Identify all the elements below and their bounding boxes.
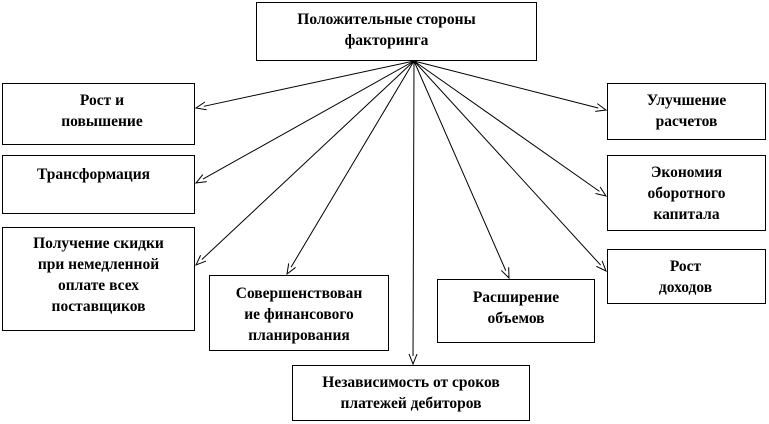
node-settlements-label: Улучшение расчетов xyxy=(646,92,727,130)
arrow-to-expansion xyxy=(413,60,510,280)
node-transformation-label: Трансформация xyxy=(37,166,151,183)
arrow-to-transformation xyxy=(194,60,415,184)
node-settlements: Улучшение расчетов xyxy=(607,83,766,140)
node-planning: Совершенствован ие финансового планирова… xyxy=(209,275,389,351)
node-income: Рост доходов xyxy=(607,249,766,304)
arrow-to-settlements xyxy=(413,60,608,112)
node-discount: Получение скидки при немедленной оплате … xyxy=(2,227,195,331)
node-independence: Независимость от сроков платежей дебитор… xyxy=(292,365,530,421)
central-node-label: Положительные стороны факторинга xyxy=(297,11,476,49)
arrow-to-growth xyxy=(194,60,415,111)
central-node: Положительные стороны факторинга xyxy=(256,2,537,61)
node-growth-label: Рост и повышение xyxy=(61,92,143,130)
node-expansion-label: Расширение объемов xyxy=(472,289,560,327)
node-planning-label: Совершенствован ие финансового планирова… xyxy=(235,285,363,344)
arrow-to-capital xyxy=(413,60,608,197)
arrow-to-independence xyxy=(408,60,418,366)
node-discount-label: Получение скидки при немедленной оплате … xyxy=(33,235,164,315)
node-independence-label: Независимость от сроков платежей дебитор… xyxy=(322,374,500,412)
node-income-label: Рост доходов xyxy=(658,258,713,296)
node-transformation: Трансформация xyxy=(2,155,195,214)
node-capital-label: Экономия оборотного капитала xyxy=(647,164,726,223)
arrow-to-income xyxy=(413,60,607,272)
arrow-to-discount xyxy=(195,60,415,266)
node-capital: Экономия оборотного капитала xyxy=(607,155,766,231)
node-growth: Рост и повышение xyxy=(2,83,195,145)
node-expansion: Расширение объемов xyxy=(437,279,595,343)
arrow-to-planning xyxy=(286,60,415,276)
